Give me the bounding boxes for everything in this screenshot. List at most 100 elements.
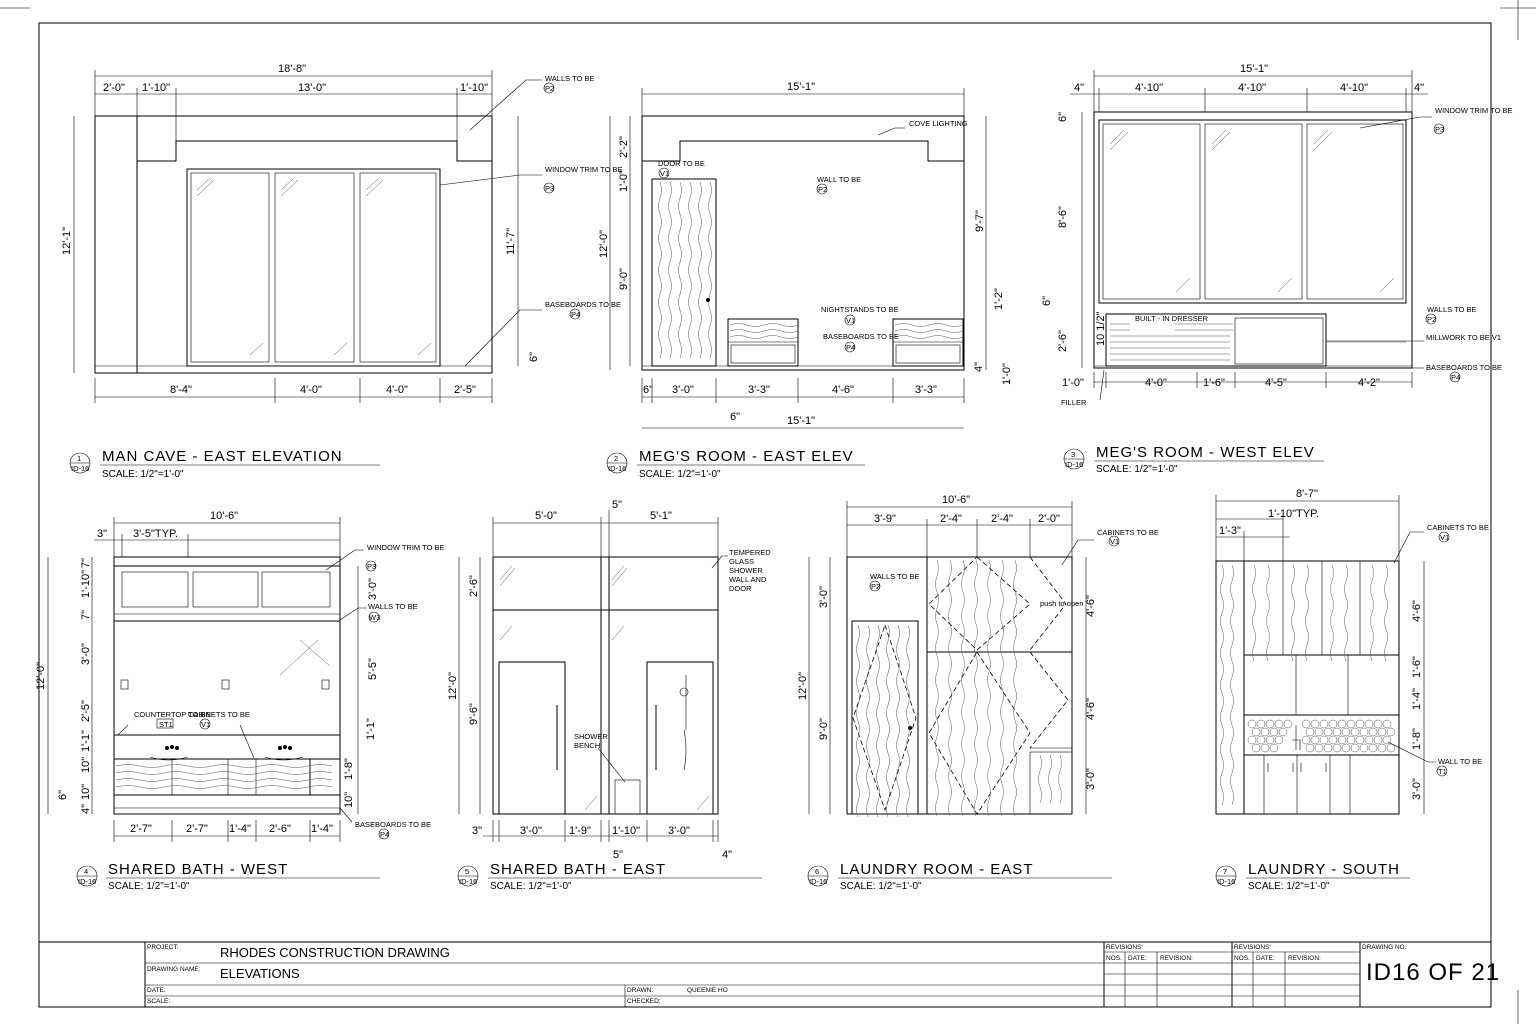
dim: 5'-5" [367, 658, 379, 680]
dim: 1'-8" [1411, 728, 1423, 750]
dim: 3'-0" [818, 586, 830, 608]
dim: 7" [80, 610, 92, 620]
dim: 5" [613, 849, 623, 861]
dim: 3'-0" [1411, 778, 1423, 800]
tag: V1 [1440, 533, 1449, 542]
drawing-name: ELEVATIONS [220, 966, 300, 981]
dim: 1'-4" [229, 823, 251, 835]
detail-sheet: ID-16 [1065, 460, 1083, 469]
elevation-title: SHARED BATH - EAST [490, 861, 666, 878]
dim: 10" [343, 792, 355, 808]
push-to-open-note: push to open [1040, 599, 1083, 608]
dim: 11'-7" [505, 228, 517, 255]
dim: 9'-6" [468, 703, 480, 725]
revisions-label: REVISIONS: [1106, 944, 1143, 951]
dim: 1'-0" [1062, 377, 1084, 389]
dim: 9'-0" [618, 268, 630, 290]
project-name: RHODES CONSTRUCTION DRAWING [220, 945, 450, 960]
tag: W3 [369, 613, 380, 622]
tag: P3 [1435, 125, 1444, 134]
elevation-shared-bath-east: 5'-0" 5" 5'-1" 2'-6" 12'-0" 9'-6" 3" 3'-… [447, 499, 771, 892]
dim: 4" [1074, 82, 1084, 94]
dim: 8'-7" [1296, 488, 1318, 500]
elevation-title: MEG'S ROOM - WEST ELEV [1096, 444, 1315, 461]
dim: 3'-9" [874, 513, 896, 525]
dim: 12'-0" [598, 230, 610, 258]
dim: 3'-3" [748, 384, 770, 396]
note: WALLS TO BE [545, 74, 594, 83]
revision-date-label: DATE: [1256, 955, 1275, 962]
dim: 2'-0" [103, 82, 125, 94]
drawing-number: ID16 OF 21 [1366, 959, 1500, 986]
revision-date-label: DATE: [1128, 955, 1147, 962]
dim: 7" [80, 558, 92, 568]
tag: V1 [201, 720, 210, 729]
dim: 1'-3" [1219, 525, 1241, 537]
tag: T1 [1438, 767, 1447, 776]
drawing-name-label: DRAWING NAME: [147, 966, 201, 973]
dim: 2'-5" [454, 384, 476, 396]
dim: 1'-8" [343, 758, 355, 780]
dim: 8'-6" [1057, 206, 1069, 228]
dim: 3'-0" [668, 825, 690, 837]
dim: 1'-2" [993, 288, 1005, 310]
dim: 10" [80, 784, 92, 800]
note: DOOR TO BE [658, 159, 705, 168]
note: WALLS TO BE [368, 602, 417, 611]
elevation-scale: SCALE: 1/2"=1'-0" [639, 469, 721, 480]
note: MILLWORK TO BE V1 [1426, 333, 1501, 342]
dim: 1'-10" [142, 82, 170, 94]
dim: 3'-0" [672, 384, 694, 396]
note: WINDOW TRIM TO BE [545, 165, 623, 174]
dim: 4'-10" [1135, 82, 1163, 94]
dim: 3" [472, 825, 482, 837]
dim: 2'-4" [940, 513, 962, 525]
dim: 4'-0" [300, 384, 322, 396]
dim: 2'-6" [1057, 330, 1069, 352]
dim: 3'-0" [520, 825, 542, 837]
dim: 3'-0" [80, 643, 92, 665]
note: FILLER [1061, 398, 1087, 407]
note: BASEBOARDS TO BE [355, 820, 431, 829]
dim: 4'-10" [1340, 82, 1368, 94]
elevation-scale: SCALE: 1/2"=1'-0" [108, 881, 190, 892]
note: BASEBOARDS TO BE [1426, 363, 1502, 372]
dim: 13'-0" [298, 82, 326, 94]
detail-number: 2 [614, 454, 618, 463]
elevation-laundry-south: 8'-7" 1'-3" 1'-10"TYP. 4'-6" 1'-6" 1'-4"… [1215, 488, 1489, 892]
detail-sheet: ID-16 [71, 464, 89, 473]
dim: 5'-0" [535, 510, 557, 522]
elevation-laundry-room-east: 10'-6" 3'-9" 2'-4" 2'-4" 2'-0" 3'-0" 12'… [797, 494, 1159, 892]
dim: 10'-6" [210, 510, 238, 522]
tag: P4 [380, 830, 389, 839]
elevation-title: LAUNDRY ROOM - EAST [840, 861, 1033, 878]
dim: 1'-9" [569, 825, 591, 837]
drawing-number-label: DRAWING NO. [1362, 944, 1407, 951]
dim: 2'-6" [269, 823, 291, 835]
drawn-by: QUEENIE HO [687, 987, 728, 994]
elevation-man-cave-east: 18'-8" 2'-0" 1'-10" 13'-0" 1'-10" 12'-1"… [61, 63, 623, 480]
dim: 1'-6" [1411, 656, 1423, 678]
note: CABINETS TO BE [188, 710, 250, 719]
dim: 1'-10"TYP. [1268, 508, 1319, 520]
dim: 15'-1" [1240, 63, 1268, 75]
revision-nos-label: NOS. [1234, 955, 1250, 962]
tag: V1 [1110, 537, 1119, 546]
detail-sheet: ID-16 [459, 877, 477, 886]
tag: P4 [846, 343, 855, 352]
tag: P3 [545, 184, 554, 193]
dim: 12'-1" [61, 227, 73, 255]
tag: P3 [367, 562, 376, 571]
dim: 4" [973, 362, 985, 372]
dim: 1'-1" [365, 718, 377, 740]
detail-number: 3 [1071, 450, 1075, 459]
dim: 2'-4" [991, 513, 1013, 525]
dim: 2'-7" [186, 823, 208, 835]
elevation-scale: SCALE: 1/2"=1'-0" [840, 881, 922, 892]
dim: 4" [722, 849, 732, 861]
dim: 9'-0" [818, 718, 830, 740]
project-label: PROJECT: [147, 944, 179, 951]
dim: 3'-0" [1085, 768, 1097, 790]
